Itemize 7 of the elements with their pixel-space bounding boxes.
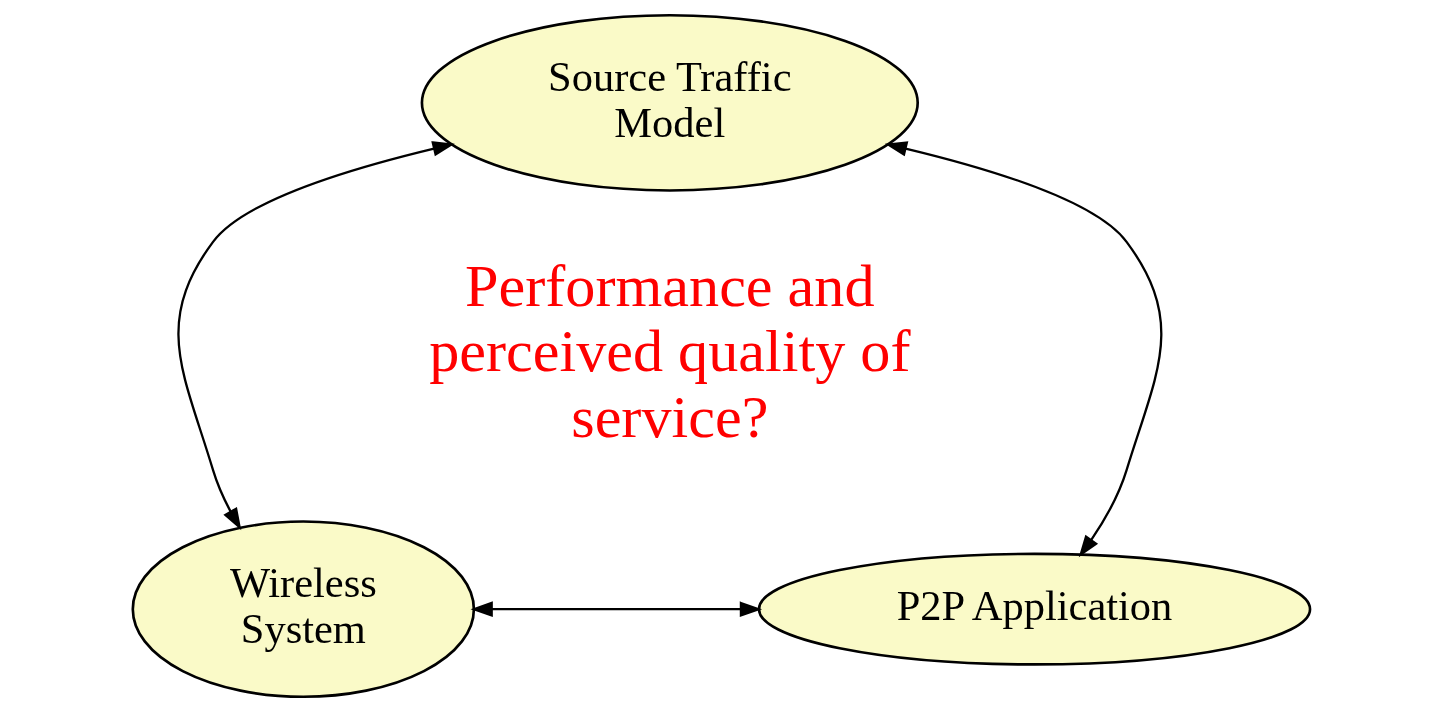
label: Performance and perceived quality of service? <box>428 251 910 450</box>
node-ellipse: Source Traffic Model <box>420 13 919 192</box>
arrow <box>884 141 1162 558</box>
node-ellipse: Wireless System <box>130 520 475 699</box>
arrow <box>470 601 762 617</box>
node-ellipse: P2P Application <box>757 552 1311 666</box>
arrow <box>176 141 455 531</box>
